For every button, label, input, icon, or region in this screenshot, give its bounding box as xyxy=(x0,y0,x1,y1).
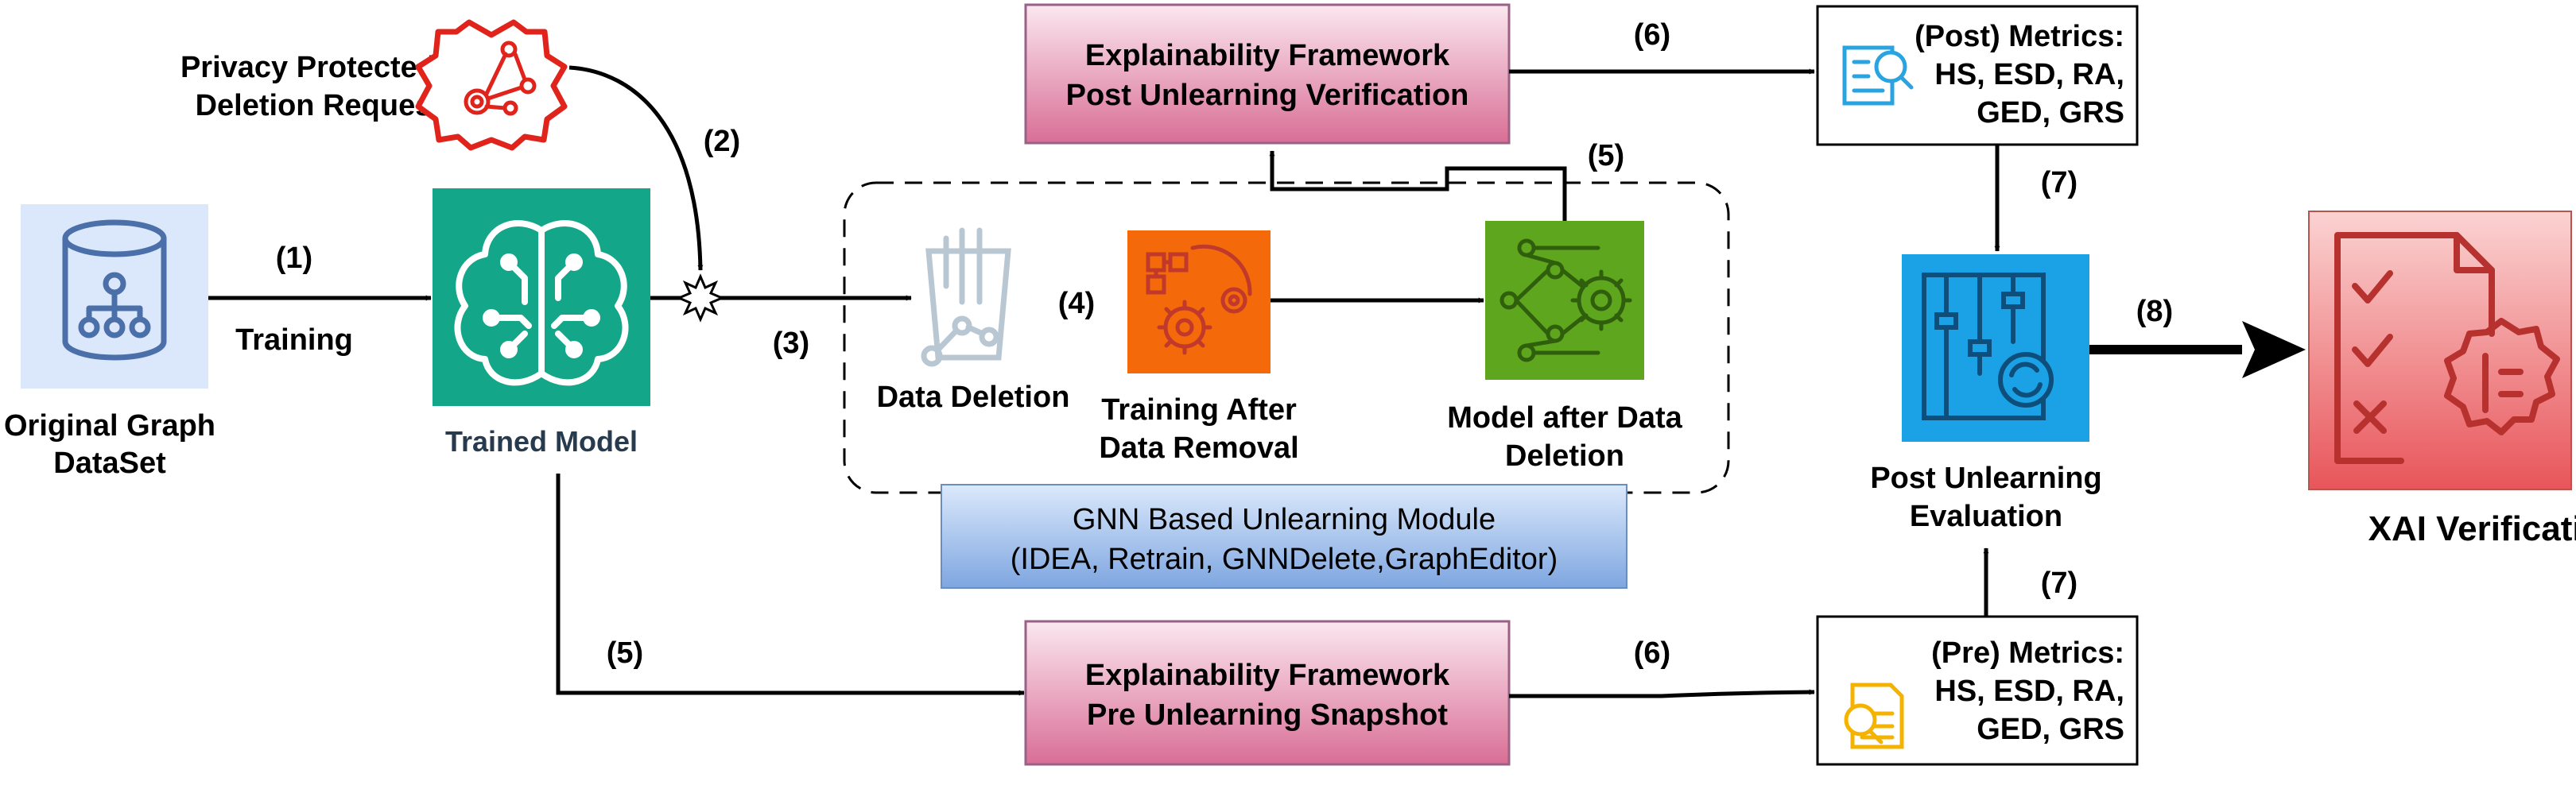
framework-post-line2: Post Unlearning Verification xyxy=(1066,79,1469,112)
shield-network-icon xyxy=(415,19,568,151)
step-3-label: (3) xyxy=(773,327,809,360)
evaluation-tile xyxy=(1902,254,2089,442)
search-document-icon xyxy=(1842,45,1914,106)
framework-pre-line2: Pre Unlearning Snapshot xyxy=(1087,698,1448,732)
model-after-label-line1: Model after Data xyxy=(1447,401,1682,435)
privacy-label-line2: Deletion Request xyxy=(196,89,443,122)
training-after-tile xyxy=(1127,230,1271,373)
framework-pre-box xyxy=(1024,620,1511,766)
database-graph-icon xyxy=(62,219,167,361)
step-5-top-label: (5) xyxy=(1588,139,1624,172)
pre-metrics-line3: GED, GRS xyxy=(1977,713,2124,746)
post-metrics-line2: HS, ESD, RA, xyxy=(1934,58,2124,91)
deletion-request-arrow xyxy=(568,65,704,271)
dataset-label-line1: Original Graph xyxy=(4,409,215,443)
pre-metrics-line2: HS, ESD, RA, xyxy=(1934,675,2124,708)
framework-post-line1: Explainability Framework xyxy=(1085,39,1450,72)
model-after-tile xyxy=(1485,221,1644,380)
step-5-bottom-label: (5) xyxy=(607,636,643,670)
pre-framework-to-metrics-arrow xyxy=(1509,689,1815,698)
network-gear-icon xyxy=(1499,238,1632,362)
post-metrics-box xyxy=(1816,5,2139,146)
step-1-label: (1) xyxy=(276,242,312,275)
brain-circuit-icon xyxy=(454,220,629,386)
xai-verification-tile xyxy=(2308,211,2572,490)
step-6-bottom-label: (6) xyxy=(1634,636,1670,670)
data-deletion-icon xyxy=(921,227,1011,367)
gnn-module-title: GNN Based Unlearning Module xyxy=(1073,503,1496,536)
training-label: Training xyxy=(235,323,353,357)
eval-to-xai-arrowhead xyxy=(2242,321,2306,378)
original-dataset-node: Original Graph DataSet xyxy=(4,204,215,480)
training-after-label-line2: Data Removal xyxy=(1099,431,1298,465)
training-after-label-line1: Training After xyxy=(1101,393,1297,427)
step-2-label: (2) xyxy=(704,125,740,158)
evaluation-label-line1: Post Unlearning xyxy=(1870,462,2101,495)
evaluation-label-line2: Evaluation xyxy=(1910,500,2062,533)
trained-model-label: Trained Model xyxy=(445,425,638,458)
dataset-label-line2: DataSet xyxy=(53,447,166,480)
post-metrics-title: (Post) Metrics: xyxy=(1915,20,2124,53)
gnn-unlearning-module xyxy=(941,484,1627,589)
step-6-top-label: (6) xyxy=(1634,18,1670,52)
trained-model-node: Trained Model xyxy=(433,188,650,458)
deletion-trigger-icon xyxy=(676,273,725,323)
step-8-label: (8) xyxy=(2136,295,2173,328)
step-7-bottom-label: (7) xyxy=(2041,567,2077,600)
model-to-pre-framework-arrow xyxy=(556,474,1025,696)
sliders-sync-icon xyxy=(1922,273,2054,420)
data-deletion-label: Data Deletion xyxy=(877,381,1070,414)
search-document-icon xyxy=(1844,683,1904,749)
xai-verification-label: XAI Verification xyxy=(2368,509,2576,548)
privacy-label-line1: Privacy Protected xyxy=(180,51,436,84)
pre-metrics-box xyxy=(1816,615,2139,766)
framework-post-box xyxy=(1024,3,1511,145)
framework-pre-line1: Explainability Framework xyxy=(1085,659,1450,692)
step-7-top-label: (7) xyxy=(2041,166,2077,199)
model-after-label-line2: Deletion xyxy=(1505,439,1624,473)
step-4-label: (4) xyxy=(1058,287,1095,320)
pre-metrics-title: (Pre) Metrics: xyxy=(1931,636,2124,670)
gnn-module-methods: (IDEA, Retrain, GNNDelete,GraphEditor) xyxy=(1011,543,1558,576)
post-metrics-line3: GED, GRS xyxy=(1977,96,2124,130)
checklist-gear-icon xyxy=(2334,232,2560,464)
model-to-post-framework-arrow xyxy=(1269,150,1567,221)
gear-process-icon xyxy=(1146,244,1252,355)
